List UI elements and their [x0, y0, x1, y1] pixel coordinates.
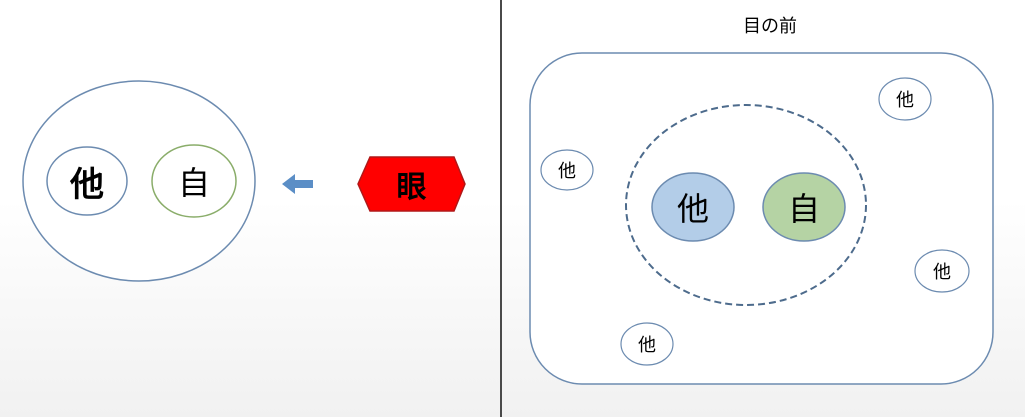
- outer-other-circle: [878, 77, 932, 121]
- outer-other-circle: [914, 249, 970, 293]
- inner-self-circle: [762, 172, 846, 242]
- outer-other-label: 他: [638, 335, 656, 356]
- eye-hexagon: [357, 156, 466, 212]
- outer-other-label: 他: [896, 90, 914, 111]
- inner-self-label: 自: [787, 190, 820, 228]
- perception-ellipse: [22, 80, 256, 282]
- panel-divider: [500, 0, 502, 417]
- outer-other-label: 他: [558, 161, 576, 182]
- self-label: 自: [177, 164, 210, 202]
- view-frame: [529, 52, 994, 385]
- inner-other-circle: [651, 172, 735, 242]
- left-arrow-icon: [282, 174, 313, 194]
- eye-label: 眼: [396, 170, 427, 205]
- inner-dashed-ring: [625, 104, 867, 306]
- inner-other-label: 他: [676, 190, 709, 228]
- other-label: 他: [70, 164, 104, 205]
- outer-other-label: 他: [933, 262, 951, 283]
- outer-other-circle: [540, 149, 594, 191]
- other-circle: [46, 146, 128, 216]
- outer-other-circle: [620, 322, 674, 366]
- self-circle: [151, 144, 237, 218]
- view-title: 目の前: [743, 16, 797, 37]
